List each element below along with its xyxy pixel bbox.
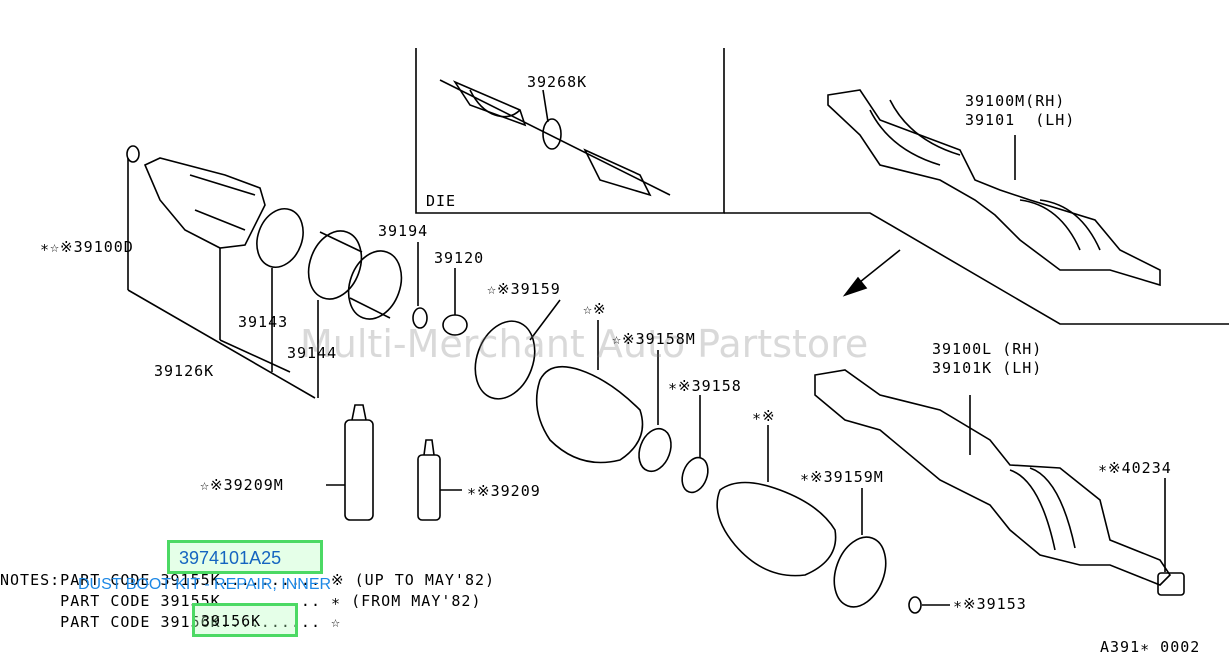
part-39209M-tube [344, 404, 374, 521]
label-39144: 39144 [287, 344, 338, 362]
part-39194-clip [412, 307, 428, 329]
label-40234: ∗※40234 [1098, 459, 1172, 477]
shaft-assembly-top-right [827, 89, 1161, 287]
figure-code: A391∗ 0002 [1100, 638, 1201, 656]
inset-frame-die [415, 48, 725, 214]
part-39153-clip [908, 596, 922, 614]
label-star-mark-1: ☆※ [583, 300, 607, 318]
part-39209-tube [417, 439, 441, 521]
part-code-highlight-box[interactable]: 39156K [192, 603, 298, 637]
label-39101: 39101 (LH) [965, 111, 1076, 129]
dust-boot-inner [535, 365, 644, 464]
part-description-link[interactable]: DUST BOOT KIT - REPAIR, INNER [78, 576, 332, 593]
label-39126K: 39126K [154, 362, 215, 380]
label-39100M: 39100M(RH) [965, 92, 1066, 110]
label-39209M: ☆※39209M [200, 476, 284, 494]
part-39120-spider [442, 268, 468, 336]
label-39158M: ☆※39158M [612, 330, 696, 348]
label-39153: ∗※39153 [953, 595, 1027, 613]
shaft-assembly-lower-right [814, 369, 1185, 596]
label-39120: 39120 [434, 249, 485, 267]
part-number-link[interactable]: 3974101A25 [179, 548, 282, 568]
label-star-mark-2: ∗※ [752, 407, 776, 425]
part-39144-cylinder [307, 230, 403, 398]
label-39159M: ∗※39159M [800, 468, 884, 486]
die-shaft-assembly [439, 79, 671, 197]
part-39159-band [474, 320, 536, 400]
panel-frame-right [724, 212, 1229, 325]
label-39100D: ∗☆※39100D [40, 238, 134, 256]
label-39194: 39194 [378, 222, 429, 240]
label-39268K: 39268K [527, 73, 588, 91]
label-die: DIE [426, 192, 457, 210]
label-39159: ☆※39159 [487, 280, 561, 298]
label-39100L: 39100L (RH) [932, 340, 1043, 358]
label-39209: ∗※39209 [467, 482, 541, 500]
dust-boot-outer [716, 481, 837, 577]
part-39159M-band [833, 536, 887, 608]
notes-line-3: PART CODE 39156K.......... ☆ [0, 613, 342, 631]
part-39158-clamp [681, 456, 709, 494]
label-39158: ∗※39158 [668, 377, 742, 395]
direction-arrow [842, 249, 901, 297]
label-39143: 39143 [238, 313, 289, 331]
part-39100D-housing [126, 145, 266, 340]
part-code-highlight-text[interactable]: 39156K [201, 612, 262, 630]
part-number-highlight-box[interactable]: 3974101A25 [167, 540, 323, 574]
label-39101K: 39101K (LH) [932, 359, 1043, 377]
part-39143-ring [256, 208, 304, 268]
notes-line-1: NOTES:PART CODE 39155K.......... ※ (UP T… [0, 571, 496, 589]
part-39158M-band [638, 427, 672, 473]
